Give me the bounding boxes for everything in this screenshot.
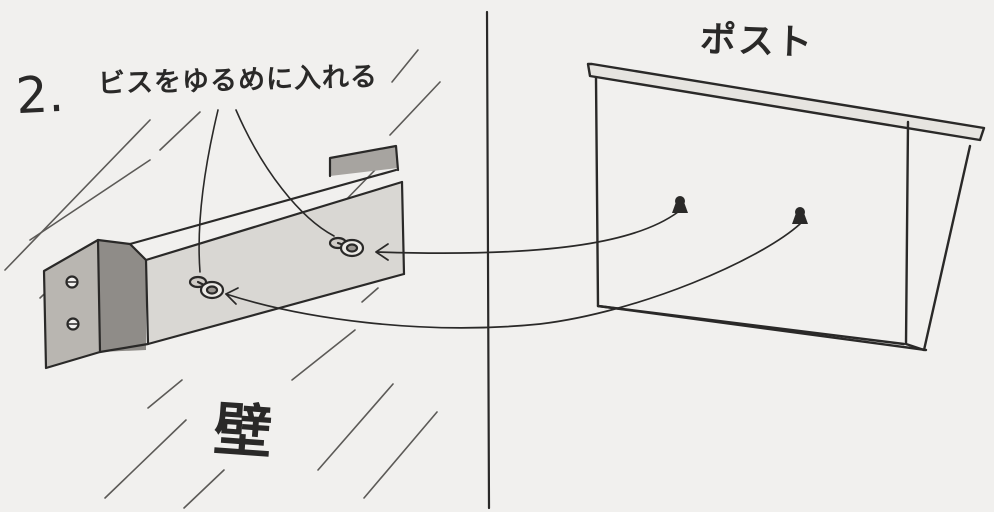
arrowhead-right-screw [376,244,388,260]
mailbox-lid [588,64,984,140]
screw-leader-lines [199,110,334,272]
keyhole-left [672,196,688,213]
alignment-arrows [226,212,800,328]
arrow-keyhole-left-to-screw [378,212,678,253]
bracket-corner-shade [98,240,146,352]
keyhole-right [792,207,808,224]
leader-line-right [236,110,334,236]
loose-screw-left [190,277,223,298]
wall-label: 壁 [211,395,275,467]
loose-screw-right [330,238,363,256]
wall-bracket [44,146,404,368]
bracket-arm-bottom-edge [148,274,404,344]
mailbox-bottom-edge [598,306,926,350]
bracket-arm-shade [146,182,404,344]
leader-line-left [199,110,218,272]
bracket-flange-shade [44,240,100,368]
bracket-arm-top-edge [146,182,402,260]
arrowhead-left-screw [226,288,238,304]
step-number: 2. [14,64,66,126]
mailbox-side-panel [906,122,970,350]
post-label: ポスト [699,19,815,64]
bracket-arm-end-edge [402,182,404,274]
bracket-arm-inner-edge [130,170,396,244]
mailbox [588,64,984,350]
arrow-keyhole-right-to-screw [226,224,800,328]
bracket-tab-outline [330,146,398,176]
bracket-tab-shade [330,146,398,176]
center-divider-line [487,12,489,508]
